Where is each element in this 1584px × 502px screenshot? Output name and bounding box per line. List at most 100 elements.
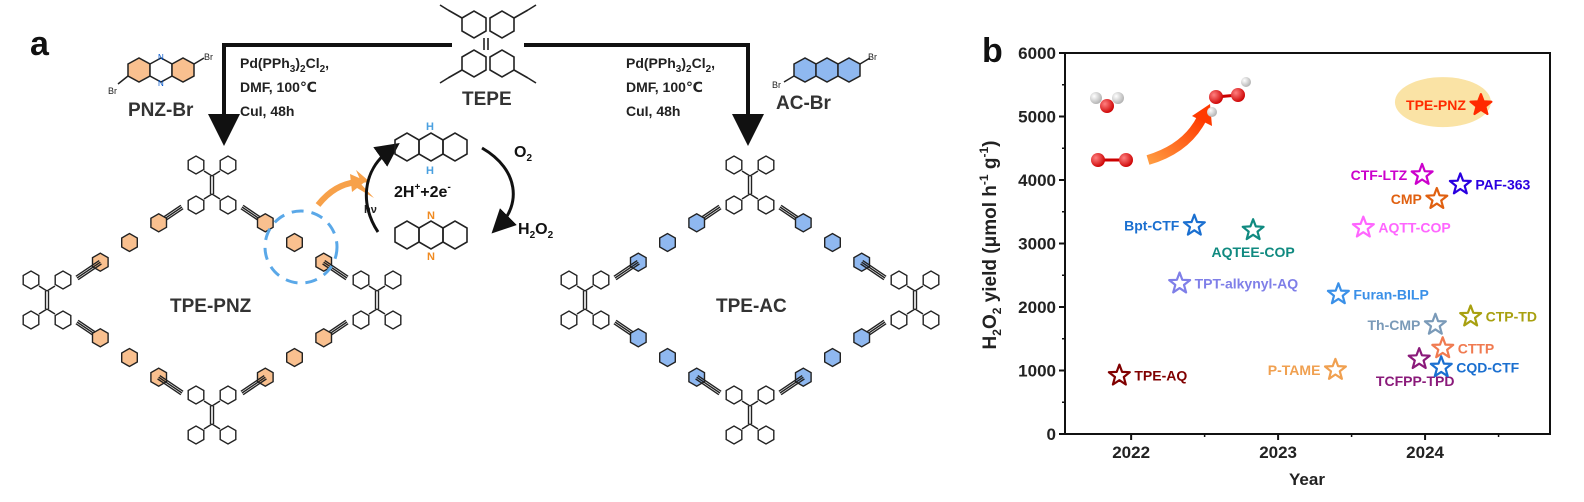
- star-marker: [1241, 218, 1265, 241]
- data-point: P-TAME: [1268, 357, 1347, 380]
- point-label: AQTT-COP: [1378, 220, 1450, 236]
- point-label: PAF-363: [1475, 176, 1530, 192]
- star-marker: [1107, 363, 1131, 386]
- pnz-br-br-right: Br: [204, 52, 213, 62]
- ring: [794, 212, 812, 233]
- star-marker: [1425, 186, 1449, 209]
- data-point: CTP-TD: [1459, 304, 1537, 327]
- ring: [725, 425, 743, 445]
- tpe-ac-framework: [560, 155, 940, 445]
- o-atom: [1100, 99, 1114, 113]
- star-marker: [1459, 304, 1483, 327]
- reaction-arrows: [208, 43, 764, 146]
- data-point: TCFPP-TPD: [1376, 347, 1454, 389]
- ring: [120, 347, 139, 368]
- ring: [22, 270, 40, 290]
- point-label: CTP-TD: [1486, 309, 1537, 325]
- ring: [22, 310, 40, 330]
- ring: [592, 270, 610, 290]
- star-marker: [1431, 336, 1455, 359]
- data-point: Th-CMP: [1367, 312, 1447, 335]
- tpe-ac-label: TPE-AC: [716, 296, 787, 317]
- data-point: AQTT-COP: [1351, 215, 1451, 238]
- ring: [853, 327, 871, 348]
- ring: [54, 270, 72, 290]
- data-point: TPT-alkynyl-AQ: [1168, 271, 1299, 294]
- ring: [219, 155, 237, 175]
- ring: [890, 310, 908, 330]
- ac-br-structure: [783, 57, 871, 83]
- data-point: PAF-363: [1448, 172, 1531, 195]
- star-marker: [1351, 215, 1375, 238]
- data-point: TPE-AQ: [1107, 363, 1187, 386]
- ring: [725, 155, 743, 175]
- data-point: CMP: [1391, 186, 1449, 209]
- pnz-br-label: PNZ-Br: [128, 100, 194, 121]
- pnz-br-br-left: Br: [108, 86, 117, 96]
- ring: [560, 270, 578, 290]
- star-marker: [1168, 271, 1192, 294]
- star-marker: [1469, 93, 1493, 116]
- data-point: Bpt-CTF: [1124, 213, 1206, 236]
- data-point: CTTP: [1431, 336, 1495, 359]
- point-label: CMP: [1391, 191, 1422, 207]
- star-marker: [1407, 347, 1431, 370]
- star-marker: [1182, 213, 1206, 236]
- x-tick-label: 2024: [1406, 443, 1444, 462]
- ring: [187, 385, 205, 405]
- point-label: CTTP: [1458, 340, 1495, 356]
- arrow-to-tpe-pnz: [208, 43, 452, 146]
- ring: [824, 232, 841, 253]
- ring: [629, 327, 647, 348]
- ring: [187, 155, 205, 175]
- ring: [150, 212, 168, 233]
- y-axis-label: H2O2 yield (μmol h-1 g-1): [977, 141, 1004, 350]
- ring: [824, 347, 841, 368]
- point-label: CQD-CTF: [1456, 359, 1519, 375]
- h-atom: [1207, 107, 1217, 117]
- h2o2-label: H2O2: [518, 221, 554, 241]
- star-marker: [1410, 162, 1434, 185]
- nh-bottom: H: [426, 165, 434, 177]
- oxidized-phenazine: [394, 220, 468, 250]
- y-tick-label: 5000: [1018, 108, 1056, 127]
- conversion-arrow-head: [1192, 104, 1212, 126]
- ring: [725, 195, 743, 215]
- y-tick-label: 3000: [1018, 235, 1056, 254]
- ring: [757, 195, 775, 215]
- point-label: TPT-alkynyl-AQ: [1195, 276, 1299, 292]
- y-tick-label: 4000: [1018, 171, 1056, 190]
- ring: [219, 195, 237, 215]
- ring: [286, 347, 303, 368]
- ring: [659, 232, 676, 253]
- y-tick-label: 1000: [1018, 362, 1056, 381]
- ring: [352, 310, 370, 330]
- data-point: CTF-LTZ: [1351, 162, 1434, 185]
- data-point: AQTEE-COP: [1212, 218, 1295, 260]
- star-marker: [1326, 282, 1350, 305]
- tpe-pnz-framework: [22, 155, 402, 445]
- ring: [757, 385, 775, 405]
- point-label: CTF-LTZ: [1351, 167, 1408, 183]
- nh-top: H: [426, 121, 434, 133]
- data-point: TPE-PNZ: [1406, 93, 1493, 116]
- y-tick-label: 2000: [1018, 298, 1056, 317]
- panel-a-letter: a: [30, 25, 50, 63]
- ring: [890, 270, 908, 290]
- active-site-circle: [263, 209, 339, 285]
- arrow-to-tpe-ac: [524, 43, 764, 146]
- conditions-right: Pd(PPh3)2Cl2, DMF, 100℃ CuI, 48h: [626, 55, 715, 119]
- ring: [725, 385, 743, 405]
- point-label: Bpt-CTF: [1124, 218, 1180, 234]
- ac-br-label: AC-Br: [776, 93, 831, 114]
- h-atom: [1112, 92, 1124, 104]
- ring: [384, 270, 402, 290]
- conditions-left-catalyst: Pd(PPh3)2Cl2,: [240, 55, 329, 75]
- panel-a: a TEPE Br Br N: [22, 4, 940, 445]
- data-point: Furan-BILP: [1326, 282, 1429, 305]
- conditions-left-cocatalyst: CuI, 48h: [240, 103, 294, 119]
- ring: [560, 310, 578, 330]
- x-tick-label: 2022: [1112, 443, 1150, 462]
